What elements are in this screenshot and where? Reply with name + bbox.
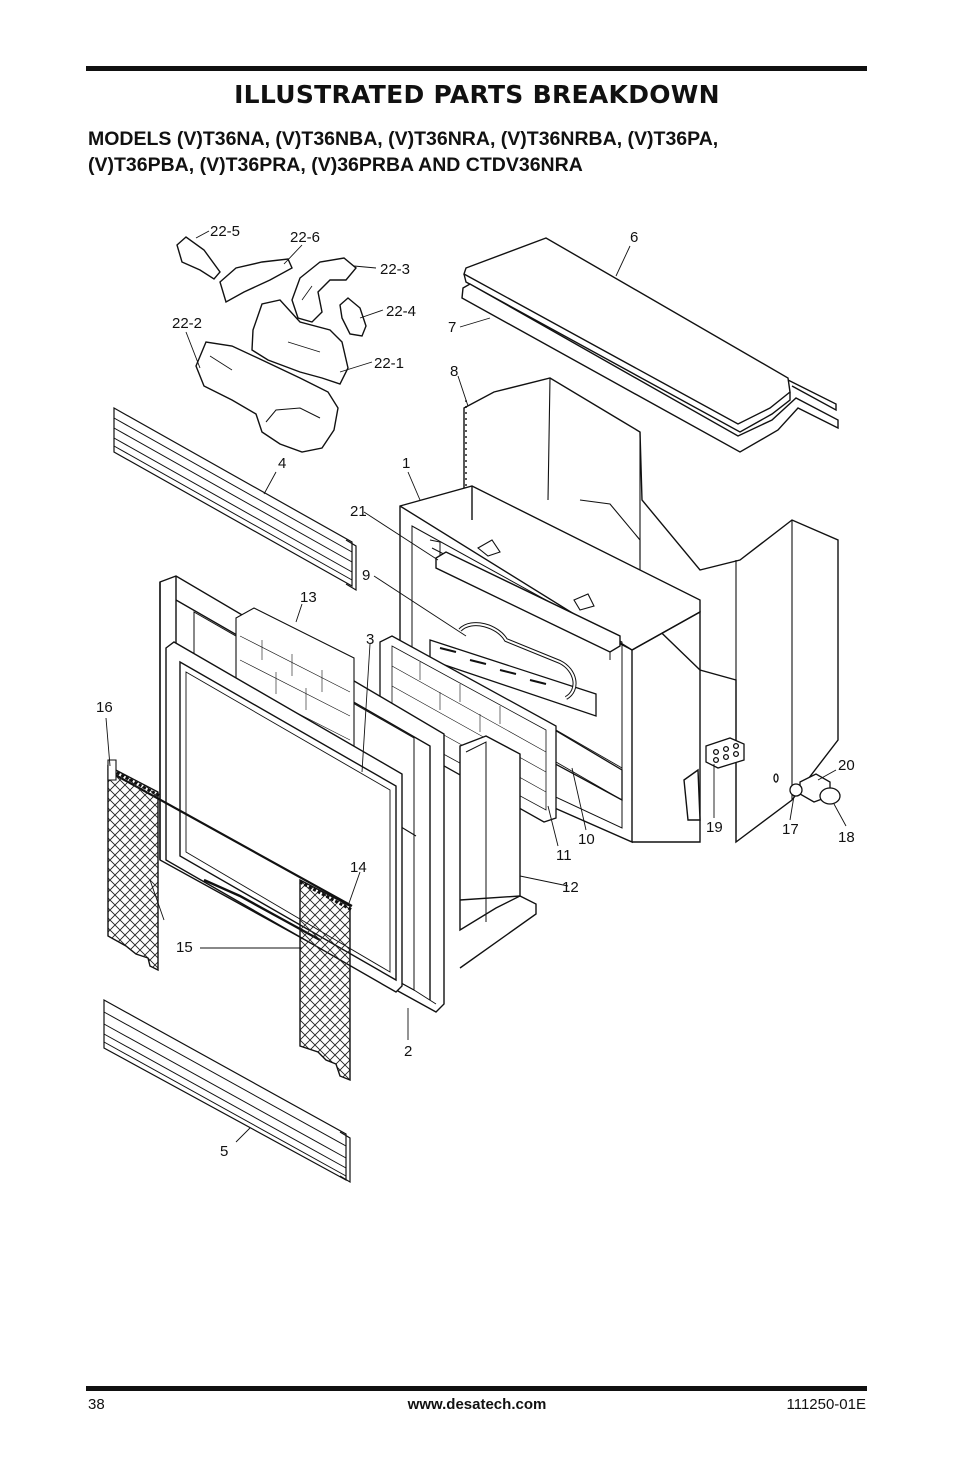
callout-15: 15 <box>176 939 193 956</box>
callout-18: 18 <box>838 829 855 846</box>
document-number: 111250-01E <box>786 1396 866 1413</box>
website-link[interactable]: www.desatech.com <box>407 1396 547 1413</box>
callout-17: 17 <box>782 821 799 838</box>
callout-6: 6 <box>630 229 638 246</box>
top-rule <box>86 66 867 71</box>
log-22-3 <box>291 257 357 323</box>
callout-14: 14 <box>350 859 367 876</box>
page-number: 38 <box>88 1396 105 1413</box>
log-22-4 <box>339 297 367 337</box>
page-title: ILLUSTRATED PARTS BREAKDOWN <box>234 80 720 109</box>
part-17-knob <box>789 783 803 797</box>
log-22-6 <box>219 258 293 304</box>
callout-20: 20 <box>838 757 855 774</box>
callout-22-3: 22-3 <box>380 261 410 278</box>
callout-11: 11 <box>556 847 572 864</box>
log-22-1 <box>251 299 349 385</box>
log-set <box>176 236 367 453</box>
callout-19: 19 <box>706 819 723 836</box>
callout-13: 13 <box>300 589 317 606</box>
callout-22-6: 22-6 <box>290 229 320 246</box>
callout-22-4: 22-4 <box>386 303 416 320</box>
models-line-2: (V)T36PBA, (V)T36PRA, (V)36PRBA AND CTDV… <box>88 154 583 176</box>
models-heading: MODELS (V)T36NA, (V)T36NBA, (V)T36NRA, (… <box>88 126 868 178</box>
callout-7: 7 <box>448 319 456 336</box>
part-6-top <box>463 237 791 425</box>
part-7-panel <box>461 283 839 453</box>
side-panel-12 <box>459 735 537 969</box>
callout-8: 8 <box>450 363 458 380</box>
callout-3: 3 <box>366 631 374 648</box>
callout-10: 10 <box>578 831 595 848</box>
burner <box>429 622 623 802</box>
callout-1: 1 <box>402 455 410 472</box>
screen-right <box>299 878 351 1082</box>
callout-4: 4 <box>278 455 286 472</box>
callout-5: 5 <box>220 1143 228 1160</box>
callout-16: 16 <box>96 699 113 716</box>
callout-22-5: 22-5 <box>210 223 240 240</box>
callout-2: 2 <box>404 1043 412 1060</box>
part-21-baffle <box>435 551 621 653</box>
callout-12: 12 <box>562 879 579 896</box>
leader-lines <box>105 230 847 1143</box>
models-line-1: MODELS (V)T36NA, (V)T36NBA, (V)T36NRA, (… <box>88 128 719 150</box>
screens <box>107 759 353 1082</box>
callout-22-2: 22-2 <box>172 315 202 332</box>
top-panels <box>461 237 839 453</box>
callout-9: 9 <box>362 567 370 584</box>
small-parts <box>705 737 841 805</box>
callout-22-1: 22-1 <box>374 355 404 372</box>
bottom-rule <box>86 1386 867 1391</box>
screen-left <box>107 764 159 972</box>
log-22-5 <box>176 236 221 280</box>
callout-labels: 22-5 22-6 22-3 22-4 22-2 22-1 6 7 8 4 1 … <box>96 223 855 1160</box>
callout-21: 21 <box>350 503 367 520</box>
louver-bottom-5 <box>103 998 351 1184</box>
louver-top-4 <box>113 406 357 592</box>
part-18-cap <box>819 787 841 805</box>
part-10-panel <box>555 729 623 801</box>
